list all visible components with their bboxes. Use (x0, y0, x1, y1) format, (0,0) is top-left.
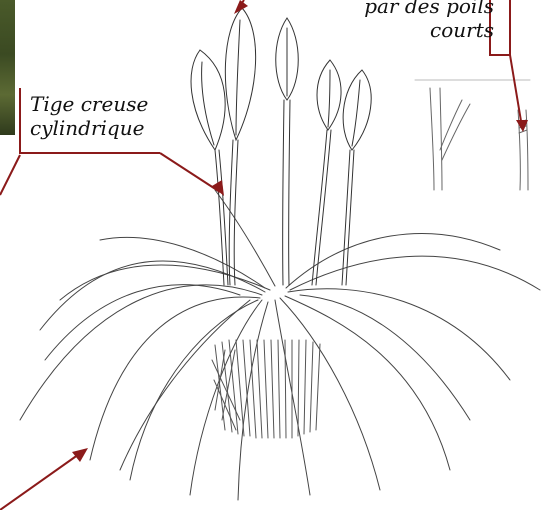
hairs-label: par des poils courts (364, 0, 494, 42)
stem-label: Tige creuse cylindrique (30, 92, 148, 140)
tuft-base (212, 340, 320, 438)
callout-bottom-leader (0, 452, 82, 510)
callouts (0, 0, 522, 510)
hairs-label-line2: courts (364, 18, 494, 42)
stem-label-line1: Tige creuse (30, 92, 148, 116)
callout-stem-left-leader (0, 155, 20, 195)
bottom-arrowhead (72, 448, 88, 462)
callout-arrowheads (72, 0, 528, 462)
hairs-label-line1: par des poils (364, 0, 494, 18)
inset-detail (415, 80, 530, 190)
callout-stem-leader (160, 153, 220, 192)
callout-hairs-leader (510, 55, 522, 127)
panicles (191, 8, 371, 150)
leaves (20, 190, 540, 500)
stem-label-line2: cylindrique (30, 116, 148, 140)
top-arrowhead (234, 0, 248, 14)
